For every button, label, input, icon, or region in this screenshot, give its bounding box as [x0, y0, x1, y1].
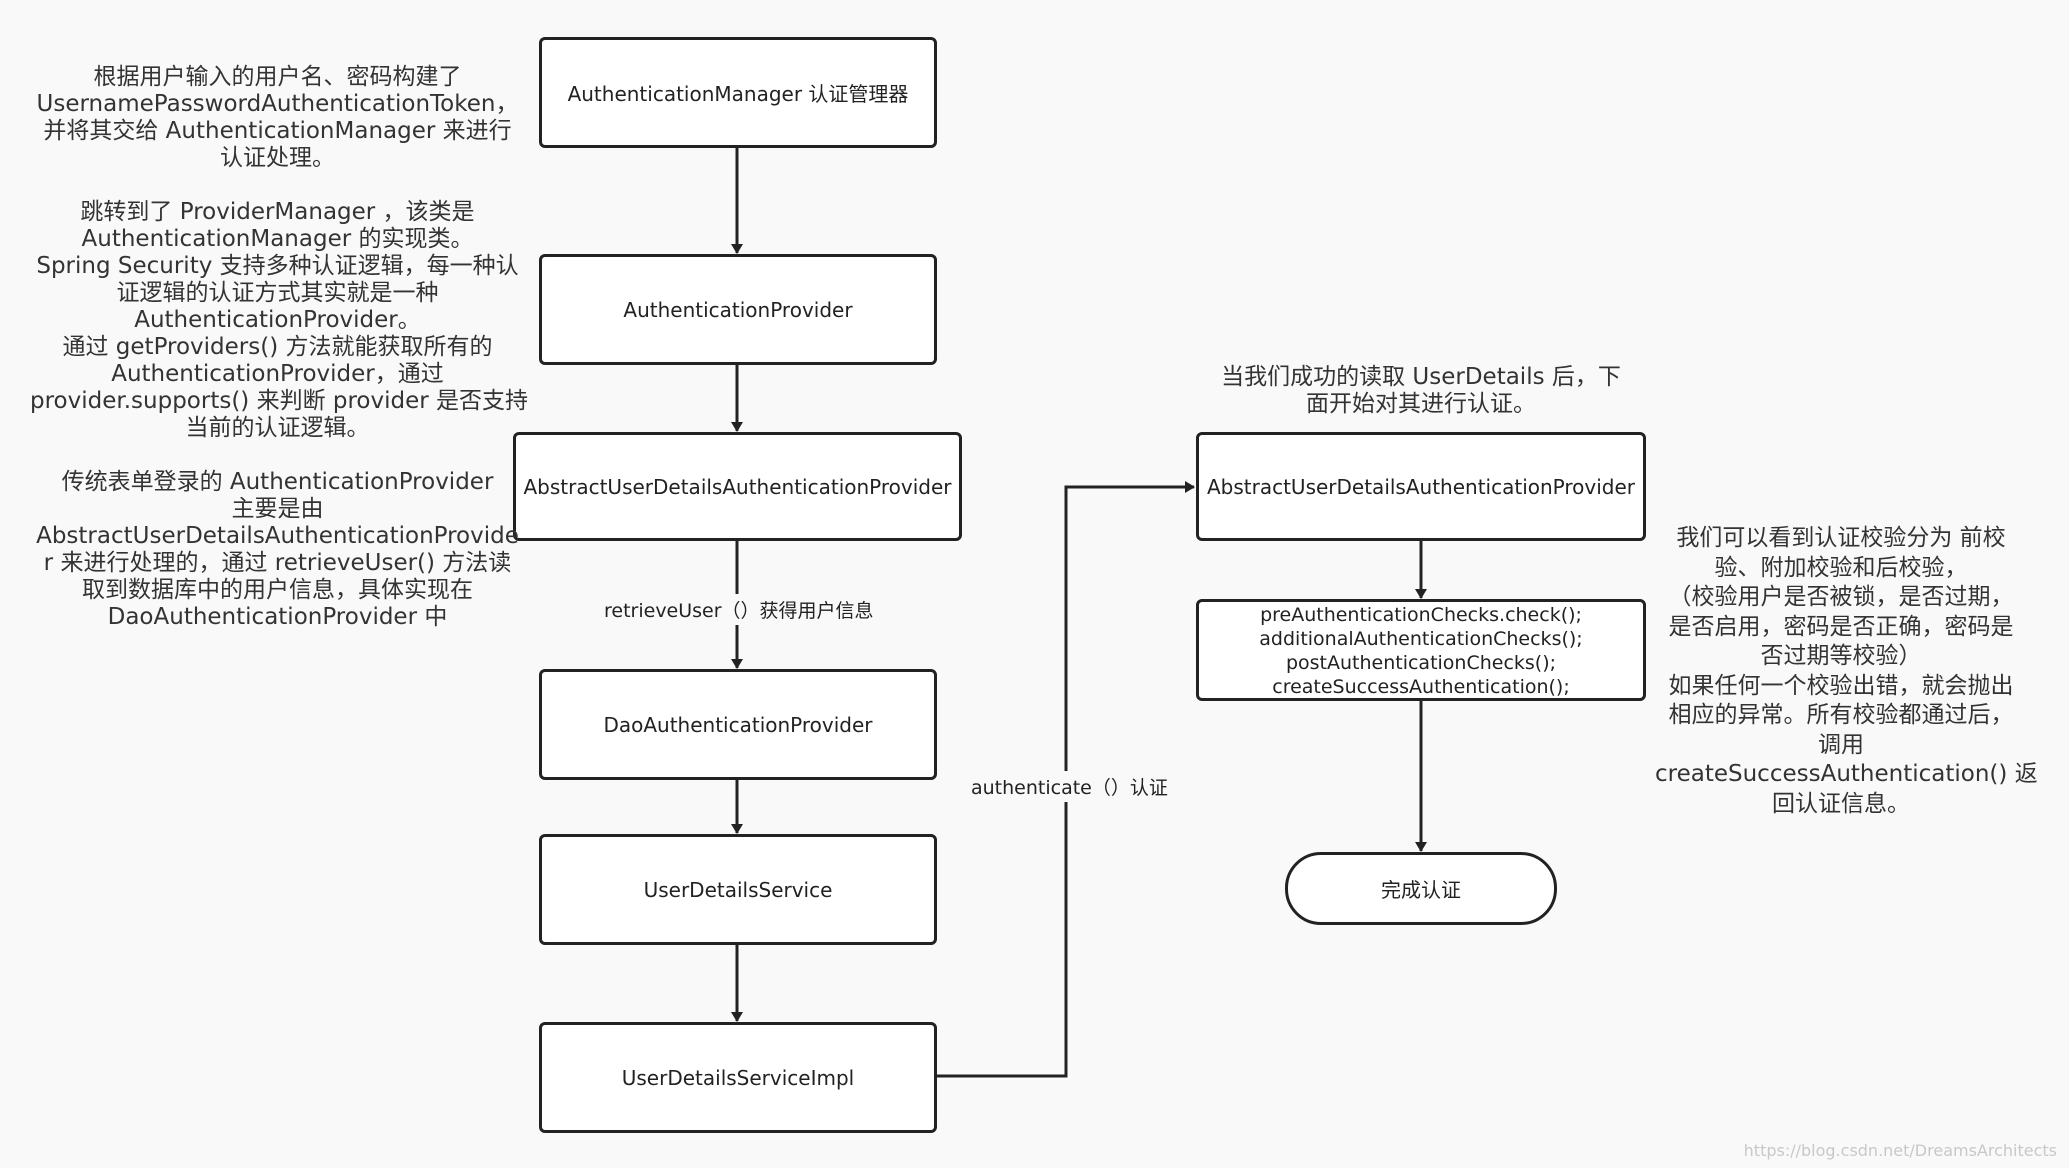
note-left-line: 并将其交给 AuthenticationManager 来进行	[43, 118, 512, 144]
note-left-line: 跳转到了 ProviderManager ，该类是	[80, 199, 475, 225]
node-user-details-service: UserDetailsService	[539, 834, 937, 945]
note-left-line: 取到数据库中的用户信息，具体实现在	[82, 577, 473, 603]
note-top-right-line: 面开始对其进行认证。	[1306, 391, 1536, 417]
watermark: https://blog.csdn.net/DreamsArchitects	[1743, 1141, 2057, 1160]
note-left-line: AuthenticationProvider。	[134, 307, 421, 333]
note-right-line: 我们可以看到认证校验分为 前校	[1676, 525, 2006, 551]
note-left-line: Spring Security 支持多种认证逻辑，每一种认	[36, 253, 519, 279]
node-abstract-provider-right: AbstractUserDetailsAuthenticationProvide…	[1196, 432, 1646, 541]
note-right-line: 回认证信息。	[1772, 790, 1910, 817]
note-right-line: 是否启用，密码是否正确，密码是	[1668, 613, 2014, 640]
note-top-right: 当我们成功的读取 UserDetails 后，下 面开始对其进行认证。	[1196, 364, 1646, 418]
note-left: 根据用户输入的用户名、密码构建了 UsernamePasswordAuthent…	[30, 64, 529, 631]
note-right-line: 相应的异常。所有校验都通过后，	[1668, 702, 2014, 728]
node-dao-provider: DaoAuthenticationProvider	[539, 669, 937, 780]
note-left-line: 传统表单登录的 AuthenticationProvider	[61, 469, 494, 495]
edge-label-authenticate: authenticate（）认证	[967, 771, 1172, 802]
note-top-right-line: 当我们成功的读取 UserDetails 后，下	[1221, 364, 1621, 390]
note-right-line: 如果任何一个校验出错，就会抛出	[1668, 672, 2014, 699]
check-line-pre: preAuthenticationChecks.check();	[1260, 604, 1582, 626]
note-left-line: 主要是由	[231, 496, 324, 522]
note-left-line: 根据用户输入的用户名、密码构建了	[93, 64, 462, 90]
node-user-details-service-impl: UserDetailsServiceImpl	[539, 1022, 937, 1133]
note-right-line: 调用	[1818, 731, 1864, 758]
node-authentication-manager: AuthenticationManager 认证管理器	[539, 37, 937, 148]
note-right-line: （校验用户是否被锁，是否过期，	[1668, 584, 2014, 610]
note-left-line: 证逻辑的认证方式其实就是一种	[116, 280, 439, 306]
note-left-line: 通过 getProviders() 方法就能获取所有的	[62, 334, 493, 360]
note-left-line: AbstractUserDetailsAuthenticationProvide	[36, 523, 519, 549]
note-left-line: AuthenticationManager 的实现类。	[81, 226, 474, 252]
edge-label-retrieve-user: retrieveUser（）获得用户信息	[600, 594, 878, 625]
note-left-line: AuthenticationProvider，通过	[111, 361, 444, 387]
note-left-line: 当前的认证逻辑。	[185, 415, 370, 441]
node-authentication-provider: AuthenticationProvider	[539, 254, 937, 365]
check-line-create-success: createSuccessAuthentication();	[1272, 676, 1570, 698]
note-left-blank	[30, 442, 525, 469]
note-left-line: provider.supports() 来判断 provider 是否支持	[30, 388, 529, 414]
note-right-line: 验、附加校验和后校验，	[1714, 554, 1968, 581]
note-right: 我们可以看到认证校验分为 前校 验、附加校验和后校验， （校验用户是否被锁，是否…	[1655, 524, 2038, 819]
node-abstract-provider-left: AbstractUserDetailsAuthenticationProvide…	[513, 432, 962, 541]
check-line-post: postAuthenticationChecks();	[1285, 652, 1557, 674]
note-left-line: UsernamePasswordAuthenticationToken，	[36, 91, 519, 117]
node-done: 完成认证	[1285, 852, 1557, 925]
note-left-line: 认证处理。	[220, 145, 335, 171]
note-right-line: 否过期等校验）	[1760, 643, 1922, 669]
node-authentication-checks: preAuthenticationChecks.check(); additio…	[1196, 599, 1646, 701]
note-left-blank	[30, 172, 525, 199]
check-line-additional: additionalAuthenticationChecks();	[1259, 628, 1583, 650]
note-right-line: createSuccessAuthentication() 返	[1655, 761, 2038, 787]
note-left-line: r 来进行处理的，通过 retrieveUser() 方法读	[43, 550, 512, 576]
note-left-line: DaoAuthenticationProvider 中	[107, 604, 448, 630]
